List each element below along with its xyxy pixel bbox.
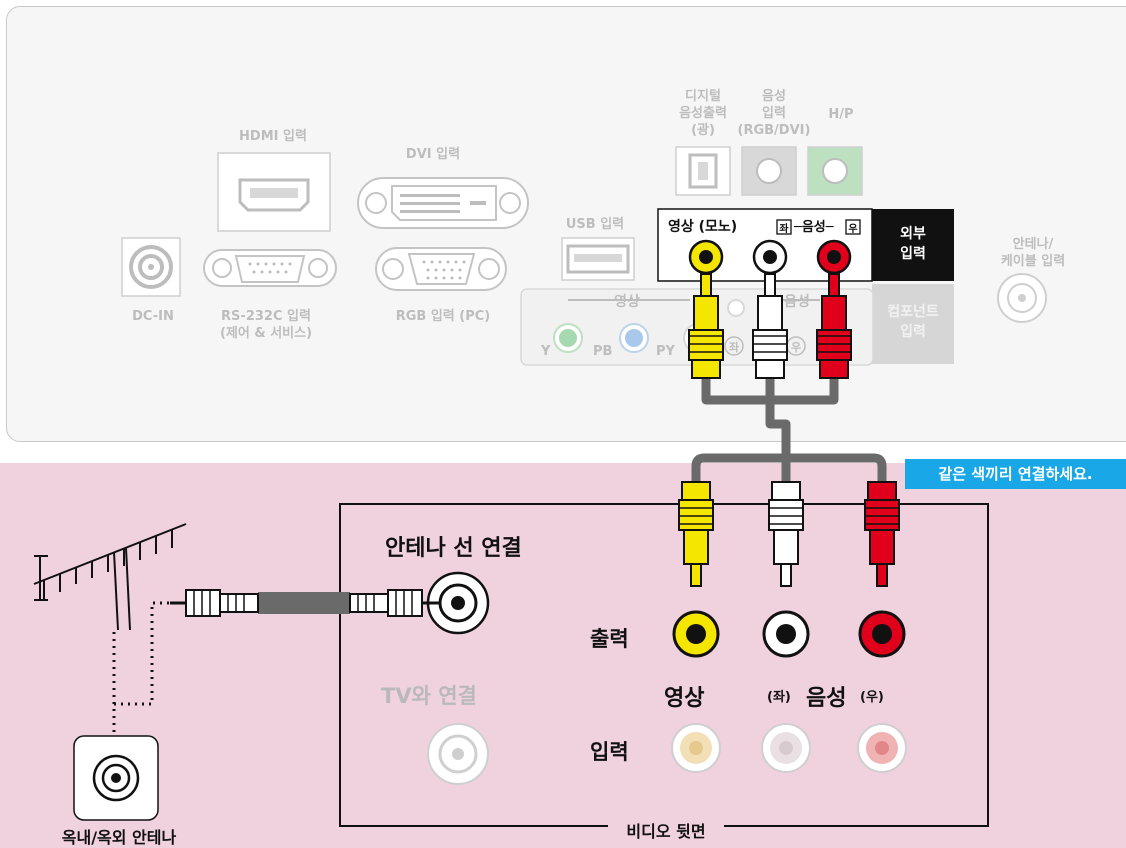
tv-connect-label: TV와 연결 (381, 684, 477, 708)
component-audio-label: 음성 (784, 294, 810, 310)
antenna-connect-label: 안테나 선 연결 (385, 536, 522, 561)
rgb-label: RGB 입력 (PC) (395, 309, 491, 324)
digital-audio-line3: (광) (691, 123, 715, 138)
component-right-mark: 우 (791, 341, 801, 354)
audio-in-label: 음성 입력 (RGB/DVI) (734, 88, 814, 139)
antenna-label: 옥내/옥외 안테나 (61, 828, 177, 847)
antenna-icon (33, 523, 187, 631)
video-plug-white (768, 481, 804, 587)
av-cable (691, 372, 887, 490)
component-input-line1: 컴포넌트 (887, 304, 939, 320)
video-plug-yellow (678, 481, 714, 587)
component-py-label: PY (656, 344, 676, 359)
rs232c-label: RS-232C 입력 (제어 & 서비스) (196, 308, 336, 342)
output-label: 출력 (590, 627, 629, 651)
component-y-label: Y (540, 344, 551, 359)
hdmi-port (217, 152, 331, 232)
dvi-port (357, 177, 529, 229)
wall-antenna-outlet (73, 735, 159, 821)
component-input-line2: 입력 (900, 324, 926, 340)
av-header-label: 영상 (모노) (668, 218, 737, 235)
headphone-port (807, 146, 863, 196)
external-input-line2: 입력 (900, 246, 926, 262)
external-input-line1: 외부 (900, 226, 926, 242)
audio-in-line2: 입력 (762, 106, 786, 121)
digital-audio-line1: 디지털 (685, 89, 721, 104)
digital-audio-line2: 음성출력 (679, 106, 727, 121)
input-jacks (671, 723, 907, 773)
same-color-banner: 같은 색끼리 연결하세요. (905, 459, 1126, 489)
component-pb-label: PB (593, 344, 612, 359)
av-input-box: 영상 (모노) 좌 ─음성─ 우 (657, 208, 873, 282)
video-back-footer: 비디오 뒷면 (626, 822, 706, 841)
av-left-mark: 좌 (779, 222, 789, 235)
av-right-mark: 우 (848, 223, 857, 235)
rs232c-line1: RS-232C 입력 (221, 309, 311, 324)
usb-port (561, 237, 635, 281)
right-label: (우) (860, 690, 884, 705)
component-video-label: 영상 (614, 293, 640, 310)
tv-antenna-jack (997, 273, 1047, 323)
dc-in-jack (121, 237, 181, 297)
coax-cable (170, 589, 440, 617)
video-back-panel (339, 503, 989, 827)
rgb-dvi-audio-port (741, 146, 797, 196)
video-antenna-in-jack (426, 571, 490, 635)
left-label: (좌) (767, 690, 791, 705)
hp-label: H/P (828, 107, 854, 122)
dc-in-label: DC-IN (132, 309, 174, 324)
output-jacks (672, 610, 906, 658)
hdmi-label: HDMI 입력 (239, 129, 307, 144)
audio-in-line3: (RGB/DVI) (737, 123, 811, 138)
rgb-port (375, 247, 507, 291)
optical-port (675, 146, 731, 196)
antenna-cable-line1: 안테나/ (1012, 237, 1054, 252)
antenna-dotted-cable (112, 601, 170, 740)
antenna-cable-line2: 케이블 입력 (1000, 254, 1066, 269)
digital-audio-label: 디지털 음성출력 (광) (668, 88, 738, 139)
usb-label: USB 입력 (565, 217, 625, 232)
video-plug-red (864, 481, 900, 587)
audio-in-line1: 음성 (762, 89, 786, 104)
external-input-box: 외부 입력 (872, 209, 954, 281)
input-label: 입력 (590, 740, 629, 764)
component-left-mark: 좌 (729, 340, 739, 354)
pink-background (0, 463, 1126, 848)
av-audio-label: ─음성─ (793, 219, 834, 235)
component-input-box: 컴포넌트 입력 (872, 284, 954, 364)
antenna-cable-label: 안테나/ 케이블 입력 (978, 236, 1088, 270)
audio-label: 음성 (806, 686, 847, 711)
rs232c-port (203, 249, 337, 287)
rs232c-line2: (제어 & 서비스) (219, 326, 313, 341)
video-tv-out-jack (427, 723, 489, 785)
dvi-label: DVI 입력 (405, 147, 461, 162)
video-label: 영상 (664, 686, 705, 711)
